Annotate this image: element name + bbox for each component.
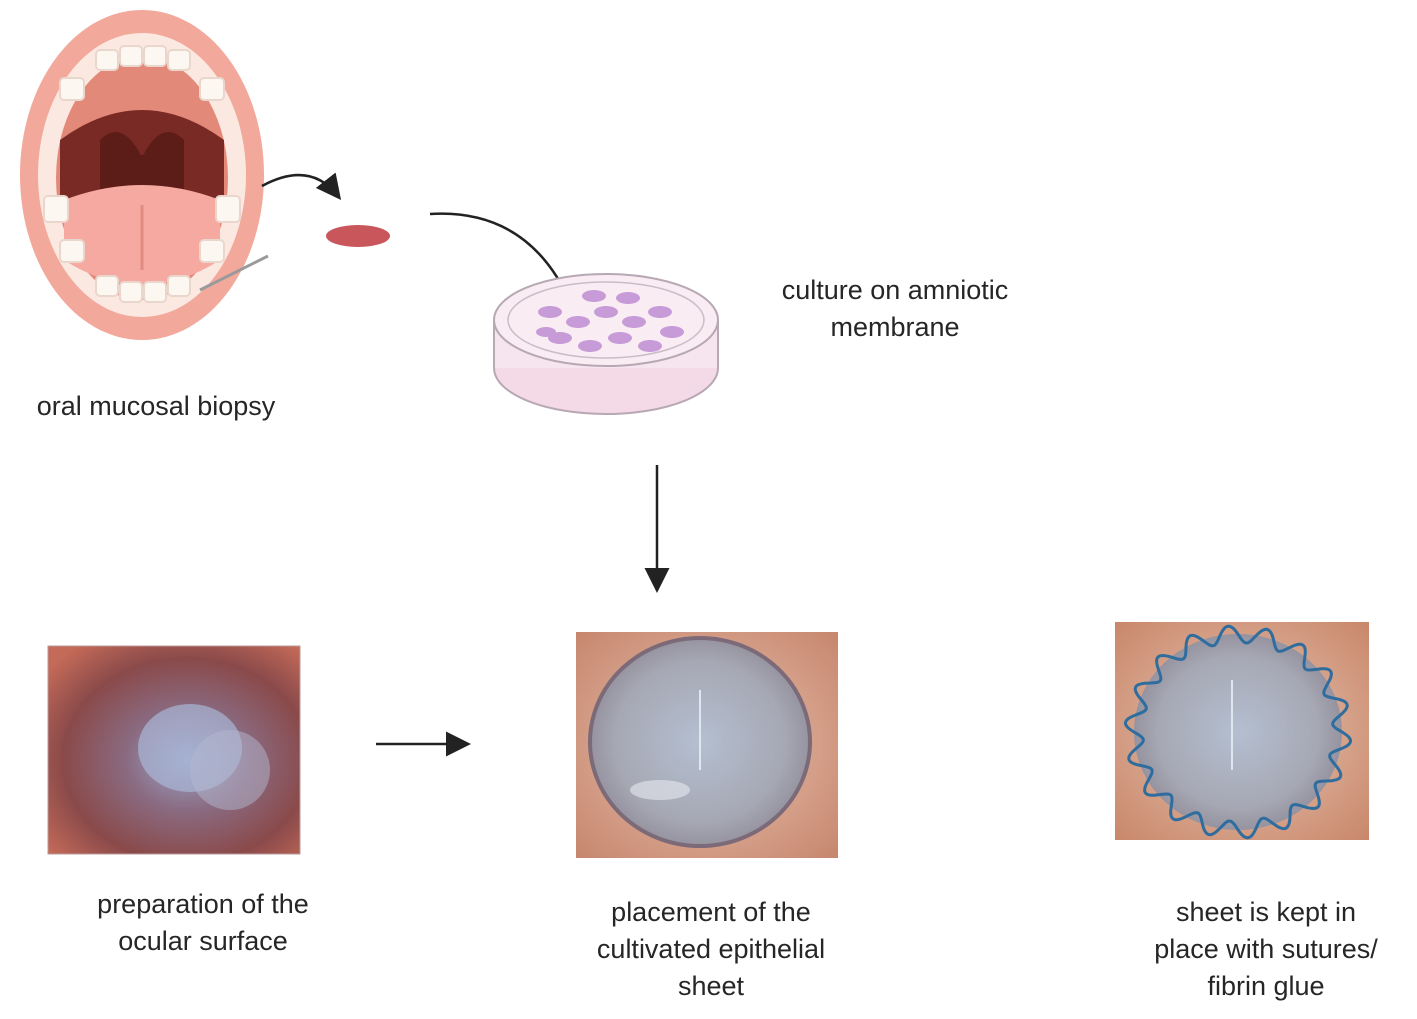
fixation-label-line-1: sheet is kept in [1175,897,1357,927]
tissue-sample [326,225,390,247]
biopsy-label: oral mucosal biopsy [0,388,312,425]
culture-label-line-2: membrane [830,312,960,342]
biopsy-label-text: oral mucosal biopsy [36,391,276,421]
placement-label-line-2: cultivated epithelial [596,934,826,964]
culture-label-line-1: culture on amniotic [781,275,1009,305]
fixation-label-line-3: fibrin glue [1207,971,1325,1001]
preparation-label-line-2: ocular surface [118,926,288,956]
preparation-label-line-1: preparation of the [97,889,309,919]
open-mouth-illustration [20,10,269,340]
placement-label: placement of the cultivated epithelial s… [556,894,866,1005]
culture-label: culture on amniotic membrane [740,272,1050,346]
placement-label-line-3: sheet [677,971,745,1001]
fixation-label: sheet is kept in place with sutures/ fib… [1116,894,1416,1005]
petri-dish [493,273,719,415]
suture-outline [1123,624,1353,840]
preparation-label: preparation of the ocular surface [50,886,356,960]
ocular-surface-photo [47,645,301,855]
cultured-cells [536,290,684,352]
placement-label-line-1: placement of the [611,897,811,927]
sheet-placement-photo [576,632,838,858]
fixation-label-line-2: place with sutures/ [1154,934,1378,964]
arrow-mouth-to-tissue [261,172,342,200]
sheet-sutured-photo [1115,622,1369,840]
